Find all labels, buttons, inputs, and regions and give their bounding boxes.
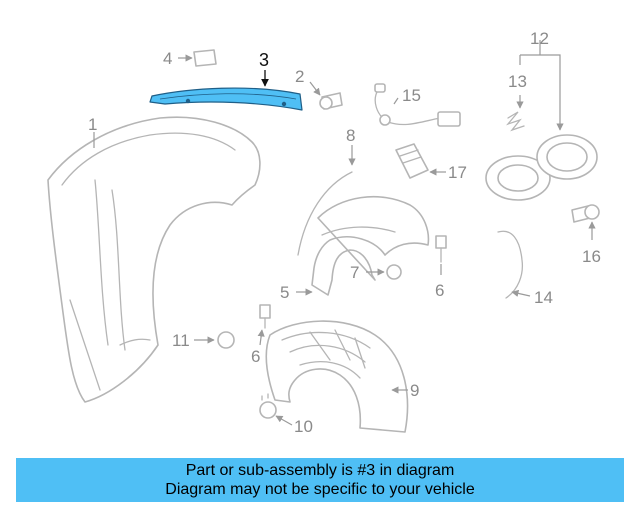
- part-3-trim-strip[interactable]: [149, 87, 303, 111]
- part-8-molding: [297, 171, 353, 256]
- callout-7: 7: [350, 263, 359, 282]
- part-4-clip: [193, 49, 217, 67]
- part-14-seal: [497, 230, 524, 299]
- callout-15: 15: [402, 86, 421, 105]
- callout-8: 8: [346, 126, 355, 145]
- fender-flare: [311, 195, 430, 296]
- callout-2: 2: [295, 67, 304, 86]
- callout-16: 16: [582, 247, 601, 266]
- callout-13: 13: [508, 72, 527, 91]
- callout-1: 1: [88, 115, 97, 134]
- part-16-bolt: [571, 204, 600, 223]
- callout-4: 4: [163, 49, 172, 68]
- info-banner: Part or sub-assembly is #3 in diagram Di…: [16, 458, 624, 502]
- part-2-bolt: [319, 92, 343, 110]
- callout-11: 11: [172, 331, 190, 350]
- part-13-spring: [506, 111, 525, 132]
- callout-5: 5: [280, 283, 289, 302]
- part-6-fastener-lower: [259, 304, 271, 329]
- banner-line-2: Diagram may not be specific to your vehi…: [165, 481, 475, 498]
- part-7-clip: [386, 264, 402, 280]
- callout-12: 12: [530, 29, 549, 48]
- callout-14: 14: [534, 288, 553, 307]
- part-9-liner: [265, 320, 409, 433]
- part-6-fastener-upper: [435, 235, 447, 263]
- leader-lines: [93, 40, 596, 426]
- callout-6-right: 6: [435, 281, 444, 300]
- part-11-clip: [217, 331, 235, 349]
- banner-line-1: Part or sub-assembly is #3 in diagram: [185, 462, 455, 479]
- callout-17: 17: [448, 163, 467, 182]
- quarter-panel: [47, 116, 261, 403]
- callout-6-left: 6: [251, 347, 260, 366]
- part-17-module: [395, 143, 429, 179]
- callout-labels: 1 2 3 4 5 6 6 7 8 9 10 11 12 13 14 15 16…: [88, 29, 601, 436]
- callout-3[interactable]: 3: [259, 50, 269, 70]
- parts-diagram: 1 2 3 4 5 6 6 7 8 9 10 11 12 13 14 15 16…: [47, 29, 601, 436]
- callout-10: 10: [294, 417, 313, 436]
- callout-9: 9: [410, 381, 419, 400]
- part-12-fuel-door: [485, 134, 598, 201]
- part-15-harness: [374, 83, 461, 127]
- part-10-bolt: [259, 393, 277, 419]
